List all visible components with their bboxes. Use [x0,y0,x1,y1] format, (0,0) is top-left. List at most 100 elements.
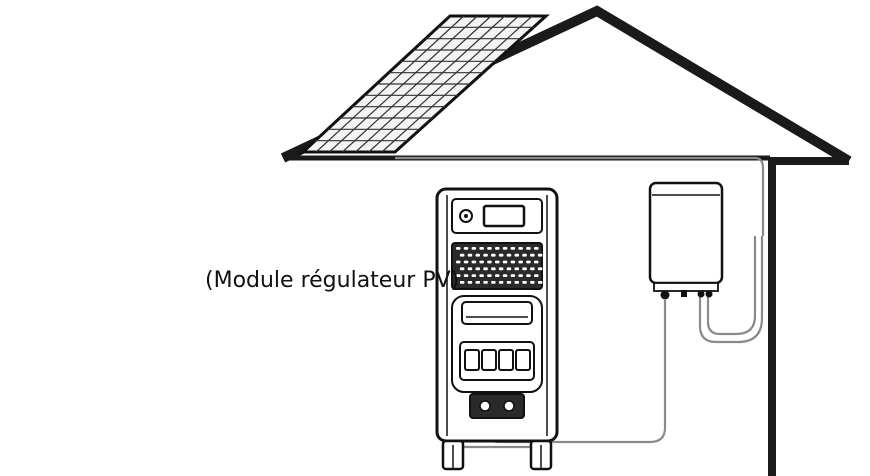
station-outlet-3 [498,349,514,371]
house-right-wall [768,157,849,476]
station-vent-holes [456,247,543,284]
vent-hole [463,247,469,250]
vent-hole [483,267,488,271]
vent-hole [522,281,527,284]
vent-hole [471,274,477,277]
vent-hole [514,267,519,271]
vent-hole [479,274,484,277]
vent-hole [467,267,473,271]
vent-hole [467,281,473,284]
vent-hole [510,274,516,277]
vent-hole [498,267,504,271]
vent-hole [498,281,504,284]
station-input-port-1 [479,400,491,412]
vent-hole [456,247,461,250]
vent-hole [514,253,519,257]
vent-hole [471,247,477,250]
vent-hole [526,247,531,250]
vent-hole [537,267,543,271]
vent-hole [537,253,543,257]
vent-hole [467,253,473,257]
vent-hole [463,274,469,277]
cable-panel-to-regulator [395,156,765,236]
vent-hole [483,281,488,284]
vent-hole [518,260,523,264]
vent-hole [522,253,527,257]
station-display [482,204,526,228]
vent-hole [502,247,508,250]
vent-hole [510,247,516,250]
regulator-module-label: (Module régulateur PV) [205,268,460,293]
vent-hole [530,281,535,284]
panel-cell-column-line [328,15,478,153]
vent-hole [463,260,469,264]
power-station-icon [435,187,559,471]
panel-cell-column-line [342,15,492,153]
regulator-body [648,181,724,285]
panel-cell-column-line [381,15,533,153]
vent-hole [534,274,539,277]
vent-hole [475,281,480,284]
vent-hole [506,281,512,284]
vent-hole [495,274,500,277]
cable-regulator-loop-inner [706,236,757,336]
panel-cell-column-line [355,15,506,153]
vent-hole [479,260,484,264]
station-power-button-dot [464,214,468,218]
pv-regulator-module-icon [648,181,724,300]
regulator-base [653,282,719,292]
vent-hole [526,260,531,264]
station-vent [451,242,543,290]
panel-cell-column-line [368,15,519,153]
vent-hole [495,247,500,250]
regulator-connector-right-a [697,290,705,298]
vent-hole [510,260,516,264]
vent-hole [502,274,508,277]
vent-hole [459,267,465,271]
station-outlet-1 [464,349,480,371]
vent-hole [483,253,488,257]
vent-hole [459,281,465,284]
vent-hole [506,267,512,271]
vent-hole [530,267,535,271]
vent-hole [487,260,492,264]
vent-hole [459,253,465,257]
vent-hole [518,274,523,277]
vent-hole [534,260,539,264]
vent-hole [526,274,531,277]
house-outline-icon [280,5,852,476]
solar-panel-grid [315,15,534,153]
vent-hole [456,260,461,264]
vent-hole [522,267,527,271]
vent-hole [514,281,519,284]
vent-hole [534,247,539,250]
vent-hole [471,260,477,264]
regulator-connector-right-b [705,290,713,298]
vent-hole [537,281,543,284]
vent-hole [456,274,461,277]
vent-hole [506,253,512,257]
vent-hole [491,267,496,271]
vent-hole [491,281,496,284]
station-outlet-4 [515,349,531,371]
solar-panel-icon [299,14,550,154]
vent-hole [491,253,496,257]
vent-hole [495,260,500,264]
vent-hole [487,274,492,277]
vent-hole [518,247,523,250]
vent-hole [487,247,492,250]
vent-hole [530,253,535,257]
vent-hole [475,253,480,257]
vent-hole [498,253,504,257]
station-input-port-2 [503,400,515,412]
vent-hole [502,260,508,264]
panel-cell-column-line [315,15,465,153]
station-outlet-2 [481,349,497,371]
station-input-port-panel [469,393,525,419]
vent-hole [475,267,480,271]
station-handle-recess [461,301,533,325]
cable-regulator-loop [698,236,764,344]
regulator-connector-mid [681,290,687,297]
regulator-connector-left [660,290,670,300]
